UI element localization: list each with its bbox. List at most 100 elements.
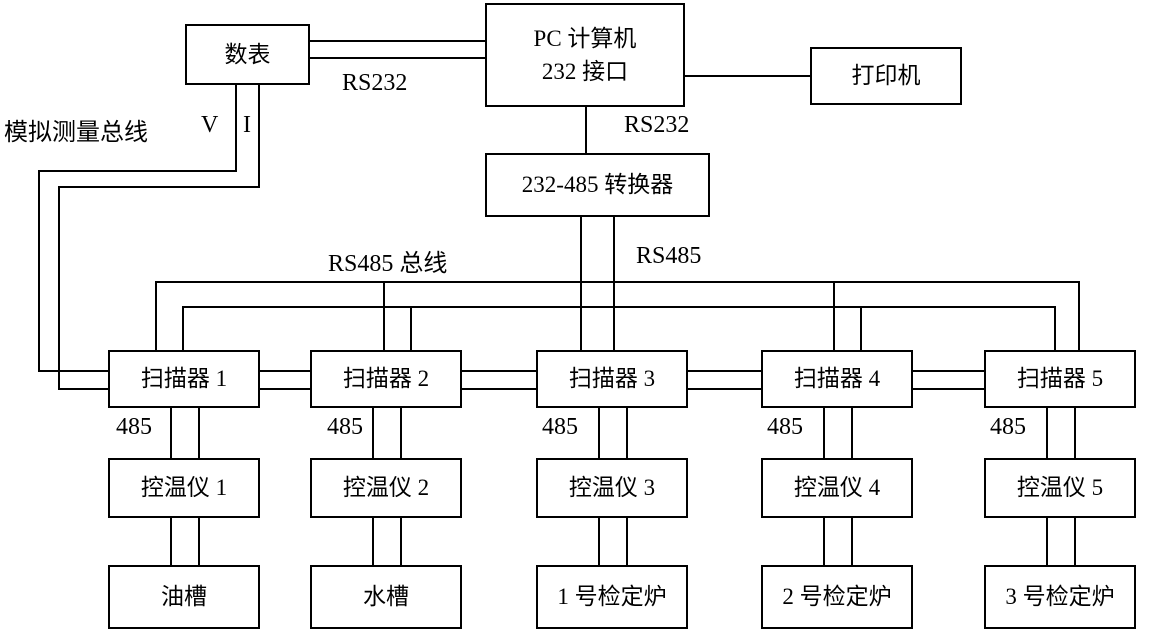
node-scanner-3: 扫描器 3 [536,350,688,408]
line-meter-v-drop [235,85,237,172]
node-pc-label-line2: 232 接口 [541,59,629,84]
line-converter-scanner3-left [580,217,582,350]
line-scanner5-controller5-a [1046,408,1048,458]
line-rs485-bus-top [155,281,1080,283]
line-bus-drop-scanner2-a [383,281,385,350]
line-scanner5-controller5-b [1074,408,1076,458]
node-scanner-2-label: 扫描器 2 [342,366,430,392]
label-rs232-pc-converter: RS232 [624,112,690,138]
node-digital-meter-label: 数表 [224,41,271,67]
label-rs485-drop: RS485 [636,243,702,269]
node-furnace-1-label: 1 号检定炉 [557,584,667,610]
label-485-link-2: 485 [327,414,363,440]
label-voltage-v: V [201,112,219,138]
line-scanner4-controller4-b [851,408,853,458]
label-485-link-4: 485 [767,414,803,440]
label-485-link-5: 485 [990,414,1026,440]
line-scanner2-controller2-a [372,408,374,458]
line-controller2-water-bath-b [400,518,402,565]
node-oil-bath: 油槽 [108,565,260,629]
node-controller-5: 控温仪 5 [984,458,1136,518]
node-controller-4-label: 控温仪 4 [793,475,881,501]
line-analog-v-horizontal [38,170,235,172]
node-furnace-3-label: 3 号检定炉 [1005,584,1115,610]
line-analog-i-left-vertical [58,186,60,390]
line-analog-v-left-vertical [38,170,40,372]
line-analog-scanner2-3-top [462,370,536,372]
line-analog-i-into-scanner1 [58,388,108,390]
line-scanner3-controller3-a [598,408,600,458]
node-furnace-2: 2 号检定炉 [761,565,913,629]
label-current-i: I [243,112,251,138]
line-meter-pc-bottom [310,57,485,59]
node-scanner-5-label: 扫描器 5 [1016,366,1104,392]
line-analog-scanner3-4-top [688,370,761,372]
node-controller-1: 控温仪 1 [108,458,260,518]
node-scanner-4-label: 扫描器 4 [793,366,881,392]
node-controller-5-label: 控温仪 5 [1016,475,1104,501]
node-furnace-2-label: 2 号检定炉 [782,584,892,610]
node-water-bath: 水槽 [310,565,462,629]
label-485-link-3: 485 [542,414,578,440]
node-scanner-2: 扫描器 2 [310,350,462,408]
line-rs485-bus-bottom [182,306,1056,308]
line-pc-printer [685,75,810,77]
line-analog-scanner4-5-bottom [913,388,984,390]
line-bus-drop-scanner4-a [833,281,835,350]
line-bus-drop-scanner5-a [1078,281,1080,350]
line-scanner3-controller3-b [626,408,628,458]
line-bus-drop-scanner2-b [410,306,412,350]
line-analog-i-horizontal [58,186,258,188]
line-controller5-furnace3-a [1046,518,1048,565]
node-controller-4: 控温仪 4 [761,458,913,518]
node-scanner-4: 扫描器 4 [761,350,913,408]
node-controller-1-label: 控温仪 1 [140,475,228,501]
node-furnace-1: 1 号检定炉 [536,565,688,629]
line-meter-pc-top [310,40,485,42]
line-scanner1-controller1-b [198,408,200,458]
line-controller5-furnace3-b [1074,518,1076,565]
node-controller-3-label: 控温仪 3 [568,475,656,501]
line-scanner1-controller1-a [170,408,172,458]
node-printer: 打印机 [810,47,962,105]
node-digital-meter: 数表 [185,24,310,85]
node-scanner-5: 扫描器 5 [984,350,1136,408]
line-meter-i-drop [258,85,260,188]
line-controller2-water-bath-a [372,518,374,565]
line-analog-scanner1-2-top [260,370,310,372]
line-bus-drop-scanner1-b [182,306,184,350]
line-scanner2-controller2-b [400,408,402,458]
node-pc: PC 计算机 232 接口 [485,3,685,107]
line-bus-drop-scanner4-b [860,306,862,350]
line-bus-drop-scanner5-b [1054,306,1056,350]
label-analog-measurement-bus: 模拟测量总线 [4,120,148,146]
line-analog-scanner2-3-bottom [462,388,536,390]
node-water-bath-label: 水槽 [363,584,409,610]
node-furnace-3: 3 号检定炉 [984,565,1136,629]
node-oil-bath-label: 油槽 [161,584,207,610]
line-converter-scanner3-right [613,217,615,350]
node-controller-2: 控温仪 2 [310,458,462,518]
line-controller1-oil-bath-b [198,518,200,565]
node-scanner-1: 扫描器 1 [108,350,260,408]
node-printer-label: 打印机 [851,63,921,89]
node-232-485-converter-label: 232-485 转换器 [521,172,674,198]
label-485-link-1: 485 [116,414,152,440]
node-pc-label-line1: PC 计算机 [533,25,637,51]
line-controller4-furnace2-b [851,518,853,565]
line-analog-v-into-scanner1 [38,370,108,372]
node-scanner-1-label: 扫描器 1 [140,366,228,392]
line-controller1-oil-bath-a [170,518,172,565]
node-controller-3: 控温仪 3 [536,458,688,518]
line-analog-scanner1-2-bottom [260,388,310,390]
line-controller3-furnace1-a [598,518,600,565]
line-bus-drop-scanner1-a [155,281,157,350]
line-analog-scanner3-4-bottom [688,388,761,390]
label-rs485-bus: RS485 总线 [328,251,448,277]
line-pc-converter [585,107,587,153]
line-scanner4-controller4-a [823,408,825,458]
line-controller4-furnace2-a [823,518,825,565]
label-rs232-meter-pc: RS232 [342,70,408,96]
node-232-485-converter: 232-485 转换器 [485,153,710,217]
